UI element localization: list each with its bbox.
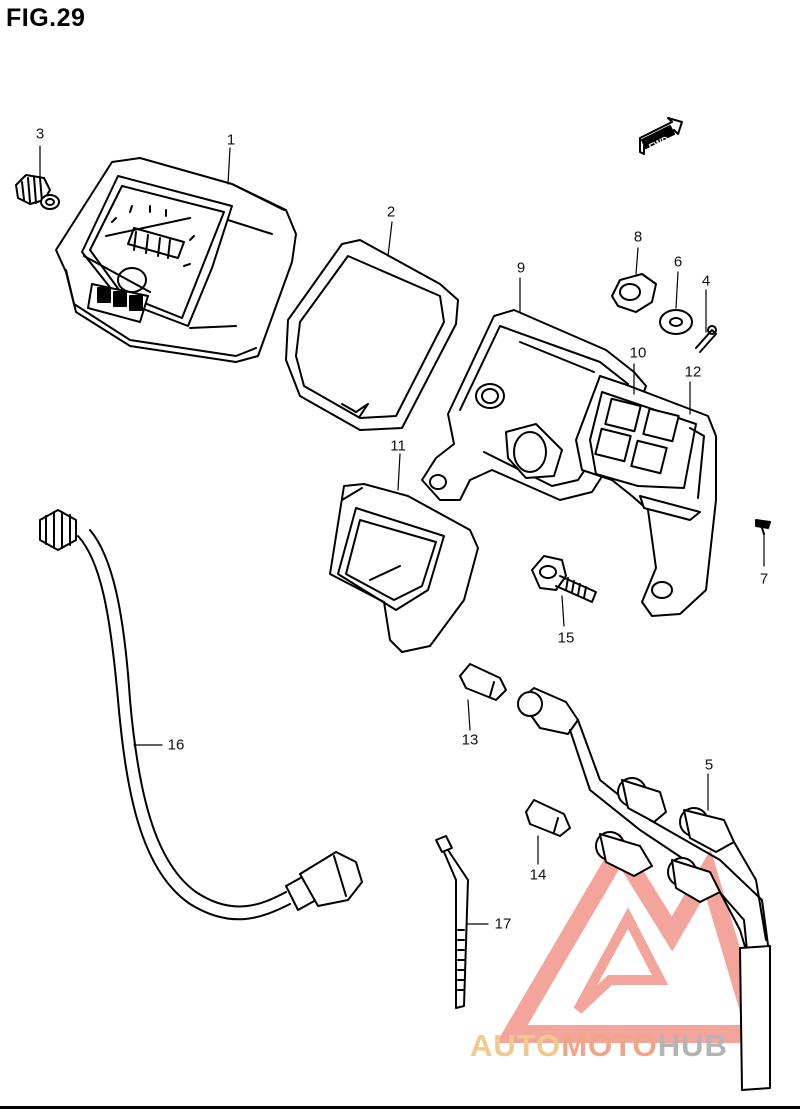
part-2-cushion (285, 239, 459, 431)
callout-12: 12 (684, 363, 702, 381)
watermark-part-hub: HUB (657, 1028, 728, 1063)
part-17-cable-tie (435, 835, 469, 1009)
callout-10: 10 (629, 344, 647, 362)
callout-4: 4 (701, 272, 711, 290)
part-3-knob (15, 174, 60, 210)
part-5-socket-harness (517, 687, 771, 1091)
part-4-clip (695, 325, 717, 353)
part-1-meter-case (55, 157, 297, 363)
callout-14: 14 (529, 866, 547, 884)
watermark-logo-icon (496, 832, 769, 1043)
part-6-washer (659, 309, 693, 335)
part-8-grommet (611, 273, 657, 313)
callout-15: 15 (557, 629, 575, 647)
callout-8: 8 (633, 228, 643, 246)
callout-3: 3 (35, 125, 45, 143)
leader-lines (39, 145, 765, 925)
watermark-text: AUTOMOTOHUB (470, 1028, 728, 1064)
part-11-display-meter (329, 483, 479, 653)
callout-16: 16 (167, 736, 185, 754)
callout-6: 6 (673, 253, 683, 271)
callout-13: 13 (461, 731, 479, 749)
part-12-indicator-panel (575, 375, 717, 617)
callout-17: 17 (494, 915, 512, 933)
callout-1: 1 (226, 131, 236, 149)
watermark-part-moto: MOTO (561, 1028, 658, 1063)
part-7-screw (755, 519, 771, 535)
part-13-bulb (459, 663, 507, 701)
callout-7: 7 (759, 570, 769, 588)
part-15-bolt (531, 555, 597, 603)
callout-5: 5 (704, 756, 714, 774)
callout-9: 9 (516, 259, 526, 277)
part-16-speedometer-cable (39, 509, 363, 921)
figure-title: FIG.29 (6, 4, 86, 32)
watermark-part-auto: AUTO (470, 1028, 562, 1063)
bottom-rule (0, 1106, 800, 1109)
callout-2: 2 (386, 203, 396, 221)
fwd-arrow-icon: FWD (639, 117, 683, 155)
callout-11: 11 (390, 437, 406, 455)
part-14-bulb (525, 799, 571, 837)
